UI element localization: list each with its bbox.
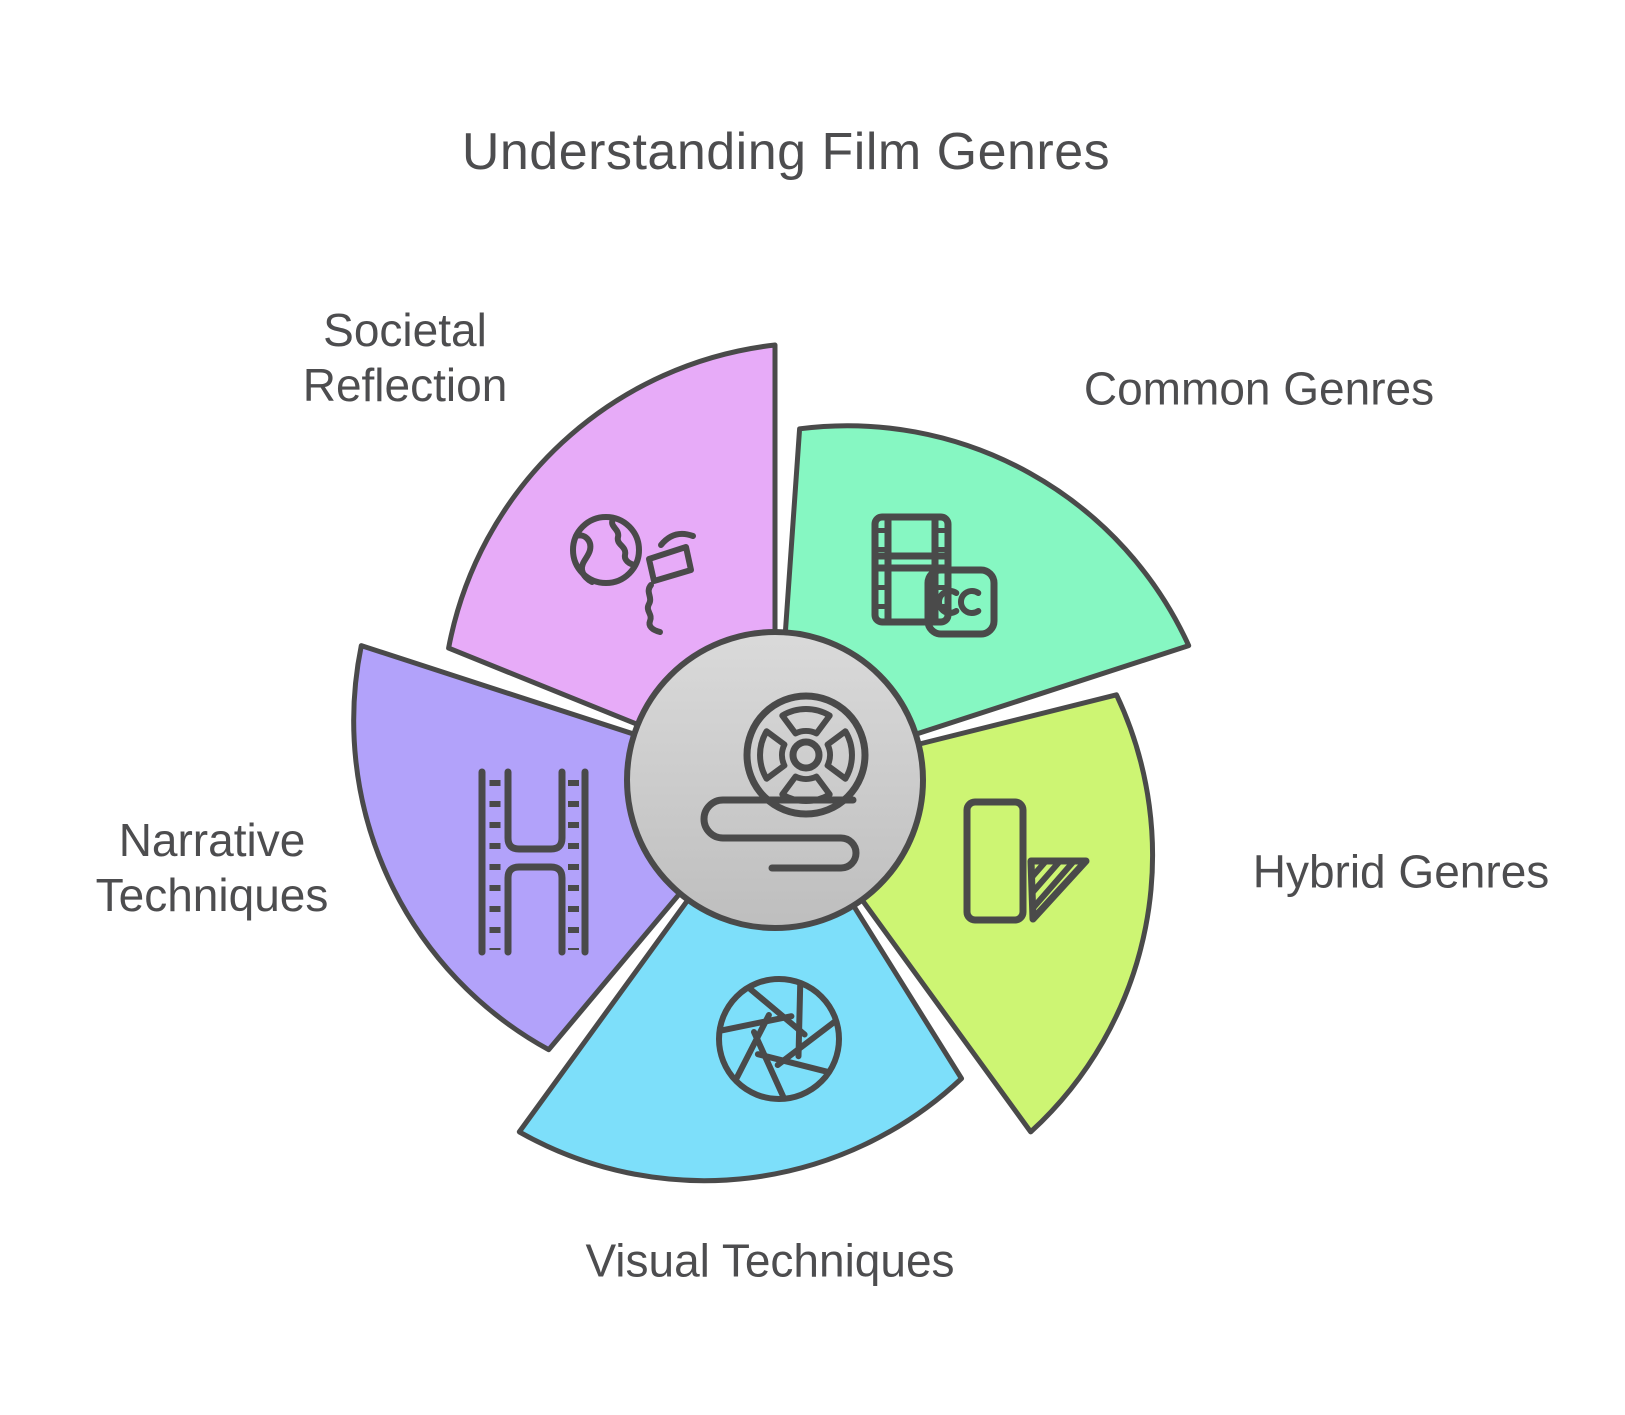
label-visual-techniques: Visual Techniques: [585, 1234, 955, 1287]
film-reel-icon: [700, 692, 869, 872]
diagram-title: Understanding Film Genres: [461, 123, 1111, 181]
segment-societal-reflection: [446, 342, 778, 738]
aperture-icon: [716, 976, 842, 1102]
center-hub: [624, 629, 926, 931]
filmstrip-icon: [478, 768, 589, 956]
globe-announcement-icon: [570, 514, 696, 635]
segment-common-genres: [780, 423, 1192, 746]
label-societal-reflection: Societal Reflection: [302, 303, 508, 411]
ribbon-fold-icon: [963, 798, 1090, 924]
label-narrative-techniques: Narrative Techniques: [95, 813, 329, 921]
label-hybrid-genres: Hybrid Genres: [1252, 845, 1550, 898]
film-captions-icon: [871, 513, 998, 638]
label-common-genres: Common Genres: [1083, 362, 1435, 415]
